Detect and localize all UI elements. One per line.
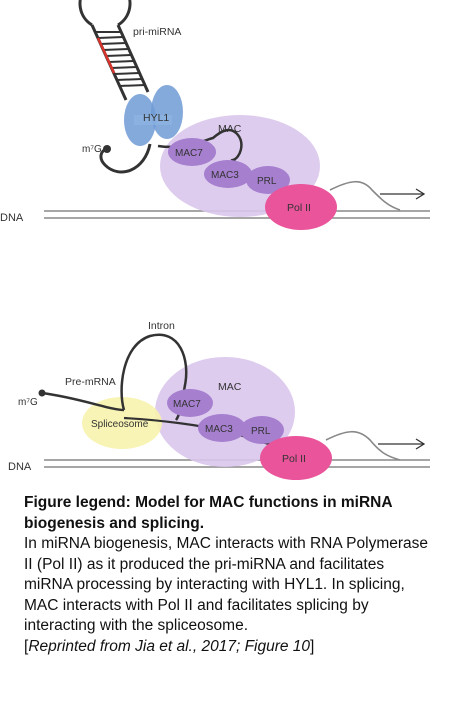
bottom-intron-label: Intron bbox=[148, 320, 175, 332]
bottom-pol2-label: Pol II bbox=[282, 453, 306, 465]
top-mac3-subunit bbox=[204, 160, 252, 188]
citation-open-bracket: [ bbox=[24, 637, 29, 655]
legend-title: Figure legend: Model for MAC functions i… bbox=[24, 494, 392, 532]
bottom-m7g-cap bbox=[38, 389, 46, 397]
top-mac7-label: MAC7 bbox=[175, 148, 203, 159]
top-prl-label: PRL bbox=[257, 176, 277, 187]
top-prl-subunit bbox=[246, 166, 290, 194]
bottom-mac3-subunit bbox=[198, 414, 246, 442]
figure-legend: Figure legend: Model for MAC functions i… bbox=[24, 493, 436, 657]
bottom-transcription-bubble bbox=[325, 430, 401, 461]
bottom-pol2 bbox=[260, 436, 332, 480]
top-direction-arrow bbox=[380, 188, 426, 200]
mac-model-figure: DNA MAC pri-miRNA bbox=[0, 0, 430, 480]
bottom-mac-label: MAC bbox=[218, 381, 242, 393]
top-panel-mirna-biogenesis: DNA MAC pri-miRNA bbox=[0, 0, 430, 230]
top-dna-label: DNA bbox=[0, 212, 24, 224]
bottom-spliceosome-label: Spliceosome bbox=[91, 419, 149, 430]
top-transcription-bubble bbox=[329, 180, 401, 211]
bottom-mac7-subunit bbox=[167, 389, 213, 417]
citation-text: Reprinted from Jia et al., 2017; Figure … bbox=[28, 637, 311, 655]
legend-body: In miRNA biogenesis, MAC interacts with … bbox=[24, 535, 429, 634]
top-mac7-subunit bbox=[168, 138, 216, 166]
top-m7g-cap bbox=[103, 145, 111, 153]
bottom-dna-label: DNA bbox=[8, 461, 32, 473]
citation-close-bracket: ] bbox=[310, 637, 315, 655]
bottom-spliceosome bbox=[82, 397, 162, 449]
bottom-mac7-label: MAC7 bbox=[173, 399, 201, 410]
bottom-panel-splicing: DNA MAC Spliceosome m⁷G Pre-mRNA Intron … bbox=[8, 320, 430, 480]
bottom-direction-arrow bbox=[378, 438, 426, 450]
legend-citation: [Reprinted from Jia et al., 2017; Figure… bbox=[24, 637, 436, 658]
top-m7g-label: m⁷G bbox=[82, 144, 102, 155]
top-hyl1-protein bbox=[124, 85, 183, 146]
top-pol2-label: Pol II bbox=[287, 202, 311, 214]
top-pol2 bbox=[265, 184, 337, 230]
bottom-prl-subunit bbox=[240, 416, 284, 444]
bottom-prl-label: PRL bbox=[251, 426, 271, 437]
top-pri-mirna-label: pri-miRNA bbox=[133, 26, 181, 38]
top-hyl1-label: HYL1 bbox=[143, 112, 169, 124]
top-mac3-label: MAC3 bbox=[211, 170, 239, 181]
bottom-m7g-label: m⁷G bbox=[18, 397, 38, 408]
top-rna-tail bbox=[99, 143, 152, 174]
bottom-pre-mrna-strand bbox=[41, 391, 125, 412]
top-pri-mirna-hairpin bbox=[78, 0, 150, 101]
bottom-pre-mrna-label: Pre-mRNA bbox=[65, 376, 116, 388]
bottom-mac3-label: MAC3 bbox=[205, 424, 233, 435]
